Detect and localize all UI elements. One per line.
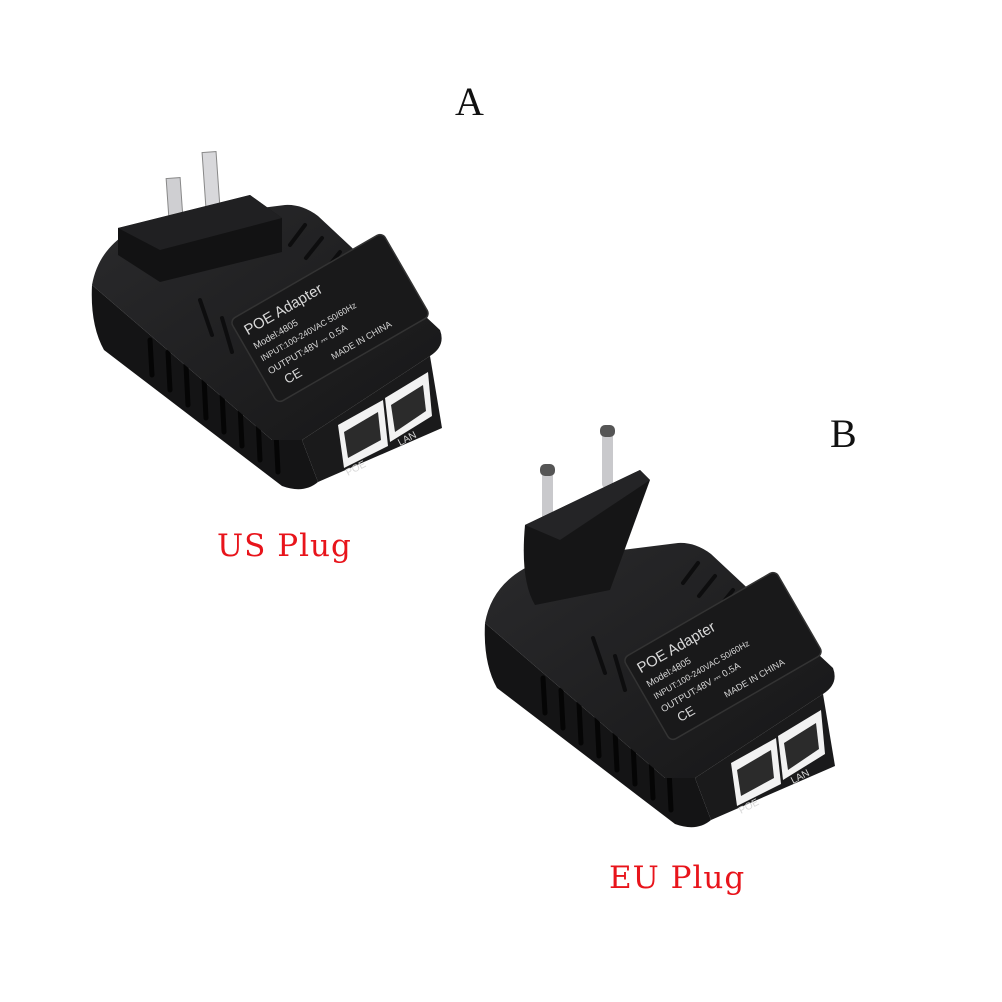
eu-plug-block (523, 470, 650, 605)
eu-plug-pin-2 (600, 425, 615, 488)
caption-us-plug: US Plug (217, 528, 352, 564)
product-letter-b: B (830, 411, 857, 456)
eu-plug-pin-1 (540, 464, 555, 524)
ethernet-port-poe[interactable] (338, 400, 388, 468)
caption-eu-plug: EU Plug (609, 860, 746, 896)
product-a: POE LAN POE Adapter Model:4805 INPUT:100… (91, 151, 442, 490)
ethernet-port-lan[interactable] (385, 372, 432, 442)
product-b (485, 425, 835, 827)
product-letter-a: A (455, 79, 484, 124)
us-plug-prong-2 (201, 151, 221, 211)
